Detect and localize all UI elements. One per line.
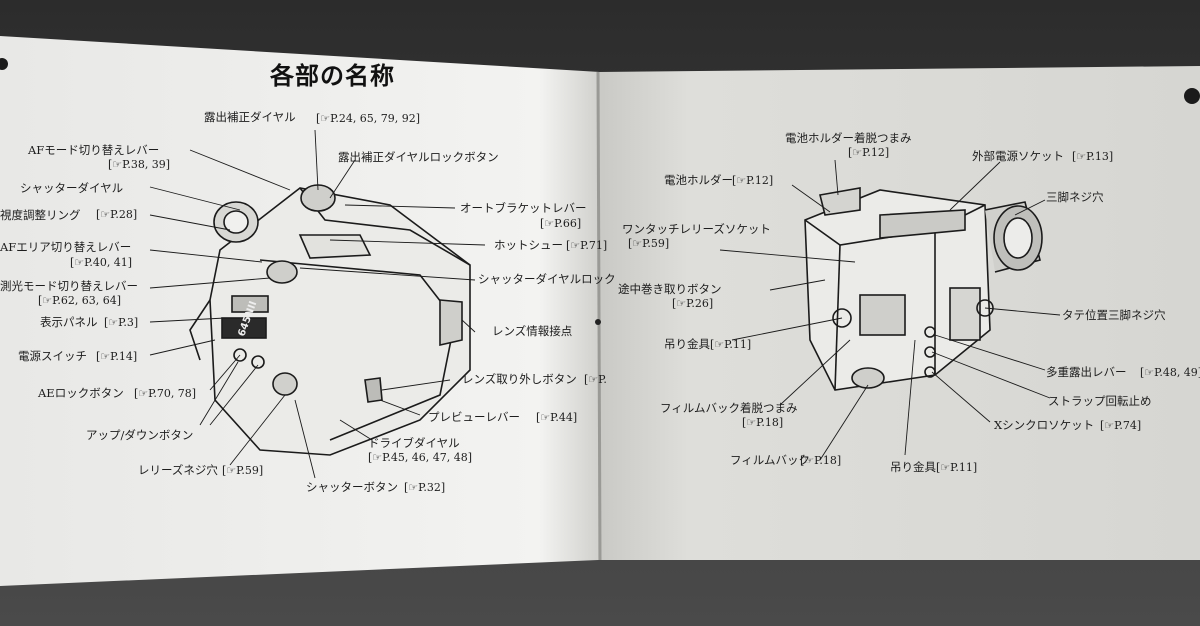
- label-midroll-rewind-button: 途中巻き取りボタン: [618, 282, 722, 296]
- label-exposure-comp-dial: 露出補正ダイヤル: [204, 110, 296, 124]
- label-release-screw-hole: レリーズネジ穴: [138, 463, 218, 477]
- ref-af-mode-lever: [☞P.38, 39]: [108, 158, 171, 171]
- page-title: 各部の名称: [270, 62, 395, 90]
- label-drive-dial: ドライブダイヤル: [368, 436, 460, 450]
- left-leader-lines: [149, 129, 486, 479]
- ref-shutter-button: [☞P.32]: [404, 481, 446, 494]
- label-up-down-button: アップ/ダウンボタン: [86, 428, 194, 442]
- label-diopter-ring: 視度調整リング: [0, 208, 81, 222]
- label-display-panel: 表示パネル: [40, 315, 98, 329]
- label-lens-release-button: レンズ取り外しボタン: [462, 372, 577, 386]
- ref-film-back-knob: [☞P.18]: [742, 416, 784, 429]
- label-power-switch: 電源スイッチ: [18, 349, 87, 363]
- ref-battery-holder-knob: [☞P.12]: [848, 146, 890, 159]
- ref-af-area-lever: [☞P.40, 41]: [70, 256, 133, 269]
- ref-drive-dial: [☞P.45, 46, 47, 48]: [368, 451, 473, 464]
- left-camera-illustration: [189, 184, 471, 456]
- ref-metering-lever: [☞P.62, 63, 64]: [38, 294, 122, 307]
- label-shutter-dial-lock: シャッターダイヤルロック: [478, 272, 616, 286]
- label-strap-lug-bottom: 吊り金具: [890, 460, 936, 474]
- ref-display-panel: [☞P.3]: [104, 316, 139, 329]
- ref-hot-shoe: [☞P.71]: [566, 239, 608, 252]
- label-x-sync-socket: Xシンクロソケット: [994, 418, 1095, 432]
- ref-strap-lug-left: [☞P.11]: [710, 338, 752, 351]
- ref-preview-lever: [☞P.44]: [536, 411, 578, 424]
- ref-multi-exposure-lever: [☞P.48, 49]: [1140, 366, 1200, 379]
- label-auto-bracket-lever: オートブラケットレバー: [460, 201, 587, 215]
- label-hot-shoe: ホットシュー: [494, 238, 563, 252]
- ref-lens-release-button: [☞P.: [584, 373, 607, 386]
- binding-hole: [0, 58, 8, 70]
- spine-dot: [595, 319, 601, 325]
- label-metering-lever: 測光モード切り替えレバー: [0, 279, 138, 293]
- ref-strap-lug-bottom: [☞P.11]: [936, 461, 978, 474]
- label-strap-rotation-stop: ストラップ回転止め: [1048, 394, 1152, 408]
- ref-exposure-comp-dial: [☞P.24, 65, 79, 92]: [316, 112, 421, 125]
- ref-diopter-ring: [☞P.28]: [96, 208, 138, 221]
- label-strap-lug-left: 吊り金具: [664, 337, 710, 351]
- label-battery-holder-knob: 電池ホルダー着脱つまみ: [785, 131, 912, 145]
- label-battery-holder: 電池ホルダー: [664, 173, 733, 187]
- ref-film-back: [☞P.18]: [800, 454, 842, 467]
- label-lens-contacts: レンズ情報接点: [492, 324, 573, 338]
- label-af-mode-lever: AFモード切り替えレバー: [28, 143, 160, 157]
- label-film-back: フィルムバック: [730, 453, 811, 467]
- ref-x-sync-socket: [☞P.74]: [1100, 419, 1142, 432]
- book-spine: [596, 71, 602, 561]
- ref-battery-holder: [☞P.12]: [732, 174, 774, 187]
- label-multi-exposure-lever: 多重露出レバー: [1046, 365, 1127, 379]
- right-camera-illustration: [804, 187, 1043, 391]
- label-film-back-knob: フィルムバック着脱つまみ: [660, 401, 798, 415]
- label-ae-lock-button: AEロックボタン: [38, 386, 124, 400]
- ref-auto-bracket-lever: [☞P.66]: [540, 217, 582, 230]
- ref-remote-release-socket: [☞P.59]: [628, 237, 670, 250]
- label-tripod-socket: 三脚ネジ穴: [1046, 190, 1104, 204]
- label-vertical-tripod-socket: タテ位置三脚ネジ穴: [1062, 308, 1166, 322]
- ref-midroll-rewind-button: [☞P.26]: [672, 297, 714, 310]
- binding-hole: [1184, 88, 1200, 104]
- right-leader-lines: [719, 159, 1061, 461]
- label-preview-lever: プレビューレバー: [428, 410, 520, 424]
- label-shutter-dial: シャッターダイヤル: [20, 181, 124, 195]
- label-af-area-lever: AFエリア切り替えレバー: [0, 240, 132, 254]
- ref-release-screw-hole: [☞P.59]: [222, 464, 264, 477]
- ref-external-power-socket: [☞P.13]: [1072, 150, 1114, 163]
- ref-power-switch: [☞P.14]: [96, 350, 138, 363]
- ref-ae-lock-button: [☞P.70, 78]: [134, 387, 197, 400]
- label-external-power-socket: 外部電源ソケット: [972, 149, 1064, 163]
- label-exposure-comp-lock: 露出補正ダイヤルロックボタン: [338, 150, 499, 164]
- label-shutter-button: シャッターボタン: [306, 480, 398, 494]
- label-remote-release-socket: ワンタッチレリーズソケット: [622, 222, 771, 236]
